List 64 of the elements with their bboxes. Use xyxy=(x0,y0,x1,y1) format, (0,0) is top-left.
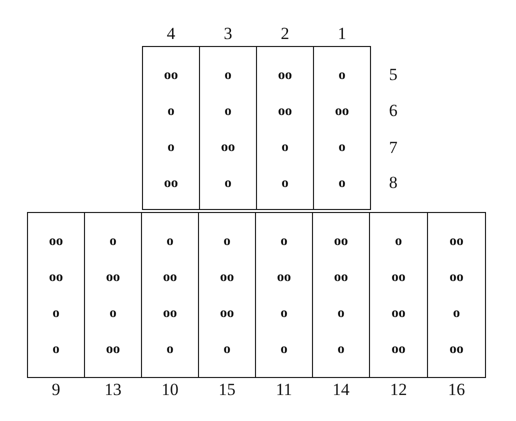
symbol-text: oo xyxy=(278,103,292,121)
symbol-text: oo xyxy=(220,269,234,287)
symbol-text: oo xyxy=(335,103,349,121)
column-number: 13 xyxy=(104,380,122,400)
symbol-text: o xyxy=(282,139,288,157)
symbol-text: oo xyxy=(392,305,406,323)
column-number: 11 xyxy=(276,380,292,400)
column-number: 10 xyxy=(162,380,178,400)
symbol-text: oo xyxy=(334,233,348,251)
column-number: 16 xyxy=(448,380,465,400)
column-number: 12 xyxy=(390,380,407,400)
symbol-text: oo xyxy=(277,269,291,287)
symbol-text: oo xyxy=(334,269,348,287)
symbol-text: o xyxy=(110,305,116,323)
symbol-text: o xyxy=(52,341,60,359)
symbol-text: o xyxy=(166,341,174,359)
symbol-text: oo xyxy=(220,305,234,323)
symbol-text: o xyxy=(338,305,344,323)
symbol-text: o xyxy=(280,233,288,251)
symbol-text: oo xyxy=(450,269,464,287)
column-number: 4 xyxy=(166,24,176,44)
symbol-text: oo xyxy=(49,233,63,251)
symbol-text: o xyxy=(110,233,116,251)
symbol-text: o xyxy=(453,305,460,323)
symbol-text: o xyxy=(166,233,174,251)
symbol-text: o xyxy=(338,341,344,359)
symbol-text: oo xyxy=(278,67,292,85)
symbol-text: o xyxy=(224,175,232,193)
symbol-text: oo xyxy=(106,341,120,359)
symbol-text: o xyxy=(280,341,288,359)
symbol-text: o xyxy=(338,67,346,85)
symbol-text: oo xyxy=(106,269,120,287)
column-number: 14 xyxy=(332,380,350,400)
symbol-text: oo xyxy=(164,67,178,85)
symbol-text: oo xyxy=(450,233,464,251)
column-number: 3 xyxy=(224,24,232,44)
symbol-text: o xyxy=(224,341,230,359)
symbol-text: oo xyxy=(392,269,406,287)
symbol-text: o xyxy=(224,67,232,85)
column-number: 2 xyxy=(280,24,290,44)
column-number: 9 xyxy=(52,380,60,400)
symbol-text: oo xyxy=(221,139,235,157)
symbol-text: o xyxy=(282,175,288,193)
symbol-text: o xyxy=(338,175,346,193)
symbol-text: o xyxy=(338,139,346,157)
symbol-text: oo xyxy=(163,269,177,287)
column-number: 1 xyxy=(338,24,346,44)
symbol-text: o xyxy=(168,139,174,157)
symbol-text: o xyxy=(224,103,232,121)
row-number: 5 xyxy=(389,65,398,85)
column-number: 15 xyxy=(218,380,236,400)
row-number: 8 xyxy=(389,173,398,193)
symbol-text: o xyxy=(395,233,402,251)
symbol-text: oo xyxy=(164,175,178,193)
symbol-text: o xyxy=(224,233,230,251)
symbol-text: oo xyxy=(450,341,464,359)
symbol-text: oo xyxy=(163,305,177,323)
row-number: 7 xyxy=(389,138,398,158)
symbol-text: oo xyxy=(49,269,63,287)
symbol-text: o xyxy=(168,103,174,121)
symbol-text: oo xyxy=(392,341,406,359)
row-number: 6 xyxy=(389,101,398,121)
symbol-text: o xyxy=(52,305,60,323)
symbol-text: o xyxy=(280,305,288,323)
